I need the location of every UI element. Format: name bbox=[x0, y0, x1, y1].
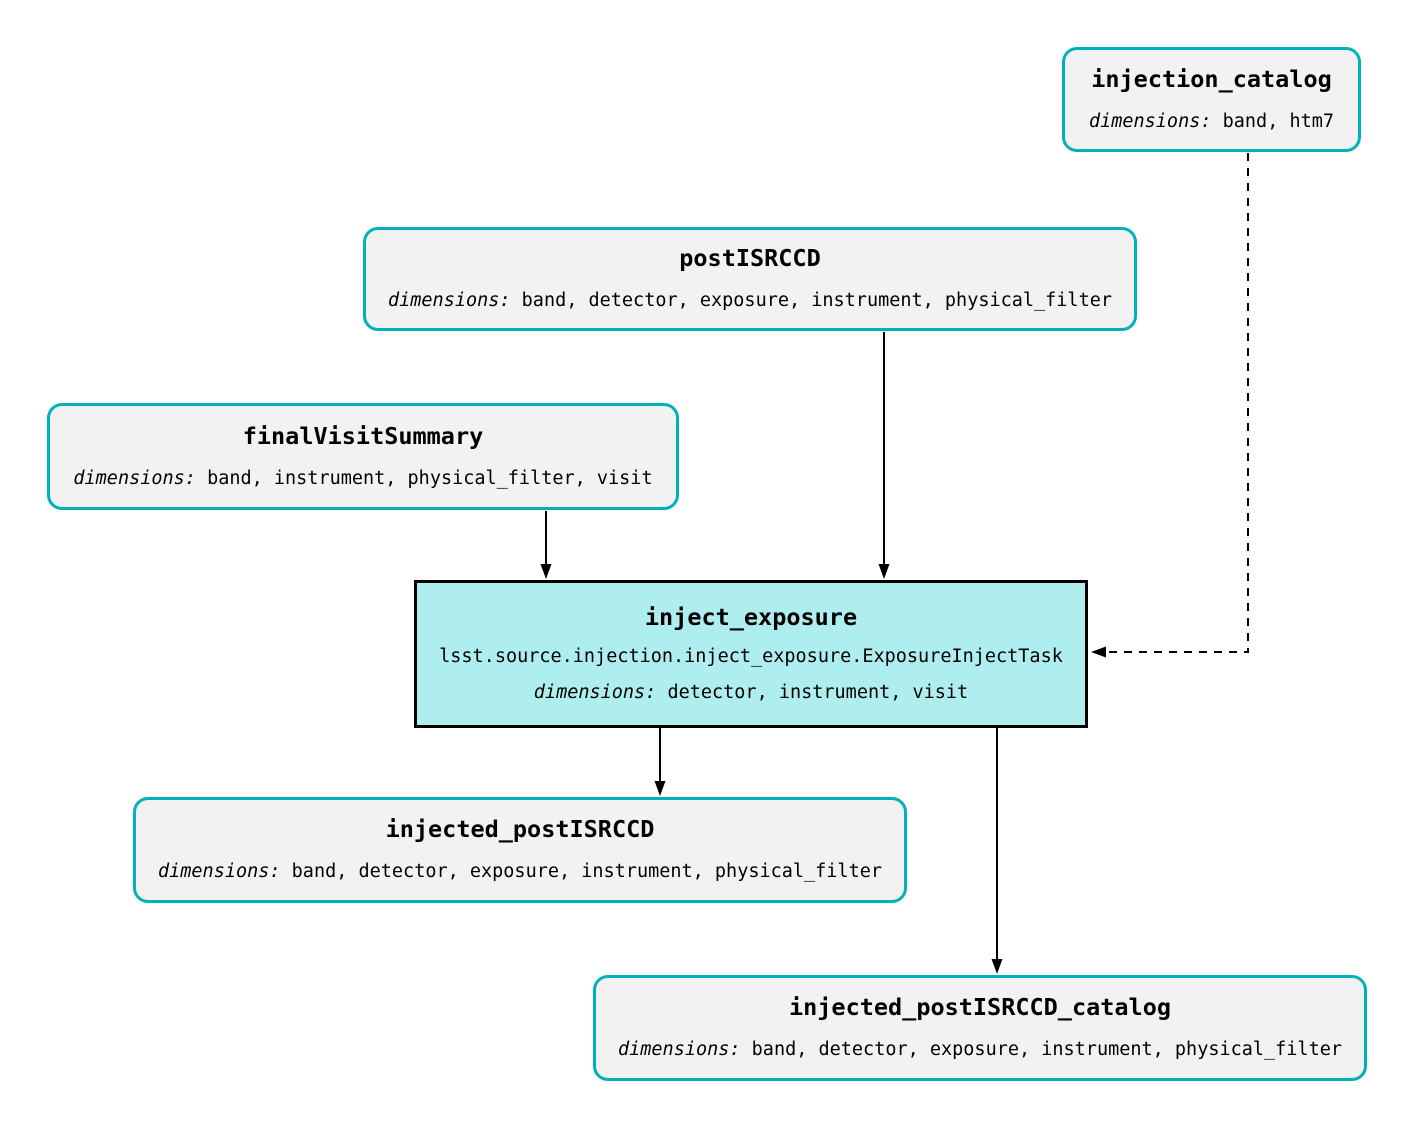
node-title: finalVisitSummary bbox=[242, 421, 484, 450]
node-postisrccd: postISRCCD dimensions: band, detector, e… bbox=[363, 227, 1137, 331]
node-dimensions: dimensions: band, detector, exposure, in… bbox=[158, 862, 882, 882]
dimensions-label: dimensions: bbox=[1088, 110, 1212, 132]
task-class-path: lsst.source.injection.inject_exposure.Ex… bbox=[439, 645, 1063, 667]
dimensions-values: band, htm7 bbox=[1222, 110, 1335, 132]
dimensions-values: detector, instrument, visit bbox=[667, 681, 969, 703]
node-title: postISRCCD bbox=[679, 244, 821, 273]
node-injection-catalog: injection_catalog dimensions: band, htm7 bbox=[1062, 47, 1361, 152]
node-dimensions: dimensions: band, detector, exposure, in… bbox=[388, 291, 1112, 311]
node-title: injected_postISRCCD_catalog bbox=[788, 993, 1171, 1022]
dimensions-label: dimensions: bbox=[73, 467, 196, 489]
dimensions-values: band, detector, exposure, instrument, ph… bbox=[521, 290, 1112, 312]
node-finalvisitsummary: finalVisitSummary dimensions: band, inst… bbox=[47, 403, 679, 510]
node-dimensions: dimensions: band, detector, exposure, in… bbox=[618, 1040, 1342, 1060]
node-dimensions: dimensions: band, htm7 bbox=[1088, 110, 1335, 132]
node-title: inject_exposure bbox=[644, 602, 858, 631]
node-title: injected_postISRCCD bbox=[385, 815, 655, 844]
node-injected-postisrccd: injected_postISRCCD dimensions: band, de… bbox=[133, 797, 907, 903]
dimensions-label: dimensions: bbox=[158, 861, 281, 883]
dimensions-label: dimensions: bbox=[533, 681, 657, 703]
node-dimensions: dimensions: band, instrument, physical_f… bbox=[73, 467, 653, 489]
dimensions-values: band, instrument, physical_filter, visit bbox=[207, 467, 653, 489]
node-title: injection_catalog bbox=[1091, 64, 1332, 93]
edge-inject-exposure-to-injected-postisrccd bbox=[654, 728, 666, 796]
node-injected-postisrccd-catalog: injected_postISRCCD_catalog dimensions: … bbox=[593, 975, 1367, 1081]
edge-postisrccd-to-inject-exposure bbox=[878, 332, 890, 579]
dimensions-label: dimensions: bbox=[618, 1039, 741, 1061]
node-dimensions: dimensions: detector, instrument, visit bbox=[533, 681, 969, 703]
edge-finalvisitsummary-to-inject-exposure bbox=[540, 511, 552, 579]
dimensions-values: band, detector, exposure, instrument, ph… bbox=[291, 861, 882, 883]
dimensions-label: dimensions: bbox=[388, 290, 511, 312]
edge-inject-exposure-to-injected-postisrccd-catalog bbox=[991, 728, 1003, 974]
edge-injection-catalog-to-inject-exposure bbox=[1091, 153, 1249, 658]
dimensions-values: band, detector, exposure, instrument, ph… bbox=[751, 1039, 1342, 1061]
node-inject-exposure-task: inject_exposure lsst.source.injection.in… bbox=[414, 580, 1088, 728]
